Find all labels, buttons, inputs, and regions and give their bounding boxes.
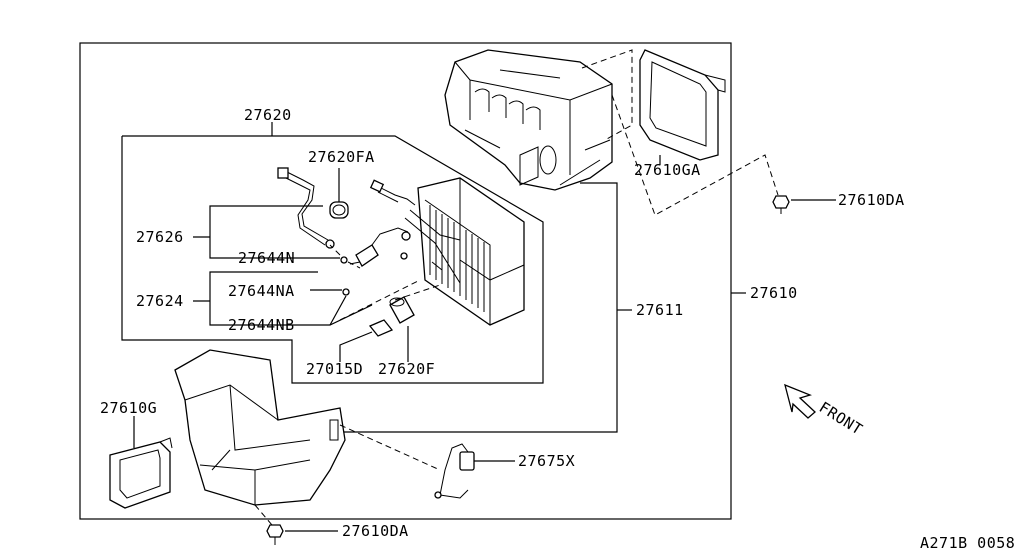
label-front: FRONT: [816, 398, 866, 439]
label-27610: 27610: [750, 284, 798, 302]
evaporator-core: [417, 177, 525, 326]
subassembly-frame-27620: [121, 135, 544, 384]
plug-27620FA: [329, 201, 349, 219]
front-arrow-icon: [784, 383, 816, 419]
upper-case-housing: [444, 49, 613, 191]
label-27610G: 27610G: [100, 399, 157, 417]
dashed-clip-guide-top: [611, 94, 779, 216]
catalog-reference: A271B 0058: [920, 534, 1015, 552]
label-27610DA-top: 27610DA: [838, 191, 905, 209]
label-27620F: 27620F: [378, 360, 435, 378]
insulator-27015D: [368, 319, 394, 337]
label-27644N: 27644N: [238, 249, 295, 267]
sensor-27675X: [434, 443, 475, 499]
label-27015D: 27015D: [306, 360, 363, 378]
assembly-frame-27610: [79, 42, 732, 520]
label-27644NA: 27644NA: [228, 282, 295, 300]
label-27620: 27620: [244, 106, 292, 124]
filter-frame-27610GA: [639, 49, 726, 161]
label-27644NB: 27644NB: [228, 316, 295, 334]
label-27675X: 27675X: [518, 452, 575, 470]
clip-27610DA-bottom: [266, 524, 284, 545]
label-27611: 27611: [636, 301, 684, 319]
label-27620FA: 27620FA: [308, 148, 375, 166]
insulator-27620F: [389, 296, 415, 324]
label-27626: 27626: [136, 228, 184, 246]
label-27610DA-bottom: 27610DA: [342, 522, 409, 540]
lower-case-housing: [174, 349, 346, 506]
evaporator-pipes: [369, 179, 461, 284]
pipe-27626: [277, 167, 335, 249]
clip-27610DA-top: [772, 195, 790, 214]
expansion-valve: [349, 227, 411, 267]
label-27610GA: 27610GA: [634, 161, 701, 179]
filter-frame-27610G: [109, 437, 173, 509]
leader-27611: [338, 182, 618, 433]
o-ring-27644NA: [342, 288, 350, 296]
label-27624: 27624: [136, 292, 184, 310]
o-ring-27644N: [340, 256, 348, 264]
dashed-filter-guide: [581, 49, 633, 141]
